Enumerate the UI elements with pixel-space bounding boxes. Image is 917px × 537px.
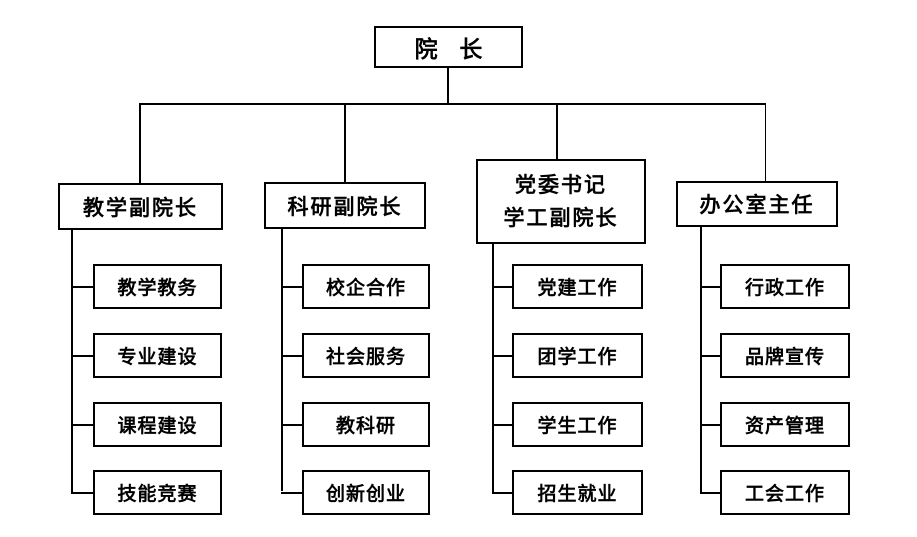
child-box-youth-league-work: 团学工作 — [512, 333, 643, 378]
connector-stub — [700, 492, 720, 494]
connector-stub — [281, 492, 302, 494]
child-label: 党建工作 — [537, 278, 618, 299]
connector-drop-branch-4 — [764, 103, 766, 181]
branch-head-label: 办公室主任 — [699, 193, 815, 217]
child-label: 教科研 — [335, 416, 396, 437]
branch-head-office-director: 办公室主任 — [676, 181, 838, 227]
child-box-asset-management: 资产管理 — [720, 402, 850, 447]
connector-drop-branch-2 — [344, 103, 346, 182]
connector-stub — [71, 355, 93, 357]
connector-spine-branch-1 — [71, 230, 73, 493]
child-box-innovation-entrepreneurship: 创新创业 — [302, 470, 430, 515]
connector-stub — [492, 492, 512, 494]
child-box-brand-publicity: 品牌宣传 — [720, 333, 850, 378]
child-box-party-building: 党建工作 — [512, 264, 643, 309]
branch-head-label: 教学副院长 — [83, 195, 198, 220]
child-label: 创新创业 — [325, 484, 406, 505]
connector-stub — [281, 355, 302, 357]
child-label: 资产管理 — [744, 416, 825, 437]
branch-head-label-line1: 党委书记 — [515, 172, 607, 197]
connector-stub — [700, 355, 720, 357]
child-label: 教学教务 — [117, 278, 198, 299]
connector-spine-branch-4 — [700, 227, 702, 493]
connector-stub — [700, 286, 720, 288]
child-label: 课程建设 — [117, 416, 198, 437]
child-box-skills-competition: 技能竞赛 — [93, 470, 222, 515]
child-label: 专业建设 — [117, 347, 198, 368]
connector-stub — [281, 424, 302, 426]
connector-drop-branch-1 — [139, 103, 141, 183]
child-box-major-construction: 专业建设 — [93, 333, 222, 378]
root-box-dean: 院 长 — [374, 26, 523, 68]
connector-stub — [700, 424, 720, 426]
branch-head-party-secretary-student-vice-dean: 党委书记 学工副院长 — [476, 159, 646, 244]
child-label: 学生工作 — [537, 416, 618, 437]
branch-head-research-vice-dean: 科研副院长 — [264, 182, 426, 229]
child-label: 技能竞赛 — [117, 484, 198, 505]
child-label: 行政工作 — [744, 278, 825, 299]
child-label: 团学工作 — [537, 347, 618, 368]
child-box-social-services: 社会服务 — [302, 333, 430, 378]
connector-stub — [71, 424, 93, 426]
connector-main-rail — [139, 103, 766, 105]
connector-stub — [492, 355, 512, 357]
child-label: 工会工作 — [744, 484, 825, 505]
child-label: 品牌宣传 — [744, 347, 825, 368]
child-box-course-construction: 课程建设 — [93, 402, 222, 447]
connector-stub — [71, 286, 93, 288]
connector-stub — [71, 492, 93, 494]
child-box-teaching-research: 教科研 — [302, 402, 430, 447]
connector-stub — [281, 286, 302, 288]
connector-stub — [492, 286, 512, 288]
connector-root-drop — [447, 68, 449, 103]
child-box-labor-union-work: 工会工作 — [720, 470, 850, 515]
child-label: 校企合作 — [325, 278, 406, 299]
branch-head-teaching-vice-dean: 教学副院长 — [58, 183, 223, 230]
child-box-student-work: 学生工作 — [512, 402, 643, 447]
child-label: 社会服务 — [325, 347, 406, 368]
child-box-school-enterprise-cooperation: 校企合作 — [302, 264, 430, 309]
branch-head-label: 科研副院长 — [287, 194, 403, 219]
child-box-teaching-affairs: 教学教务 — [93, 264, 222, 309]
child-box-administrative-work: 行政工作 — [720, 264, 850, 309]
connector-spine-branch-2 — [281, 229, 283, 491]
connector-stub — [492, 424, 512, 426]
branch-head-label-line2: 学工副院长 — [503, 205, 619, 230]
root-label: 院 长 — [414, 37, 491, 62]
connector-drop-branch-3 — [556, 103, 558, 159]
connector-spine-branch-3 — [492, 244, 494, 493]
child-label: 招生就业 — [537, 484, 618, 505]
child-box-enrollment-employment: 招生就业 — [512, 470, 643, 515]
